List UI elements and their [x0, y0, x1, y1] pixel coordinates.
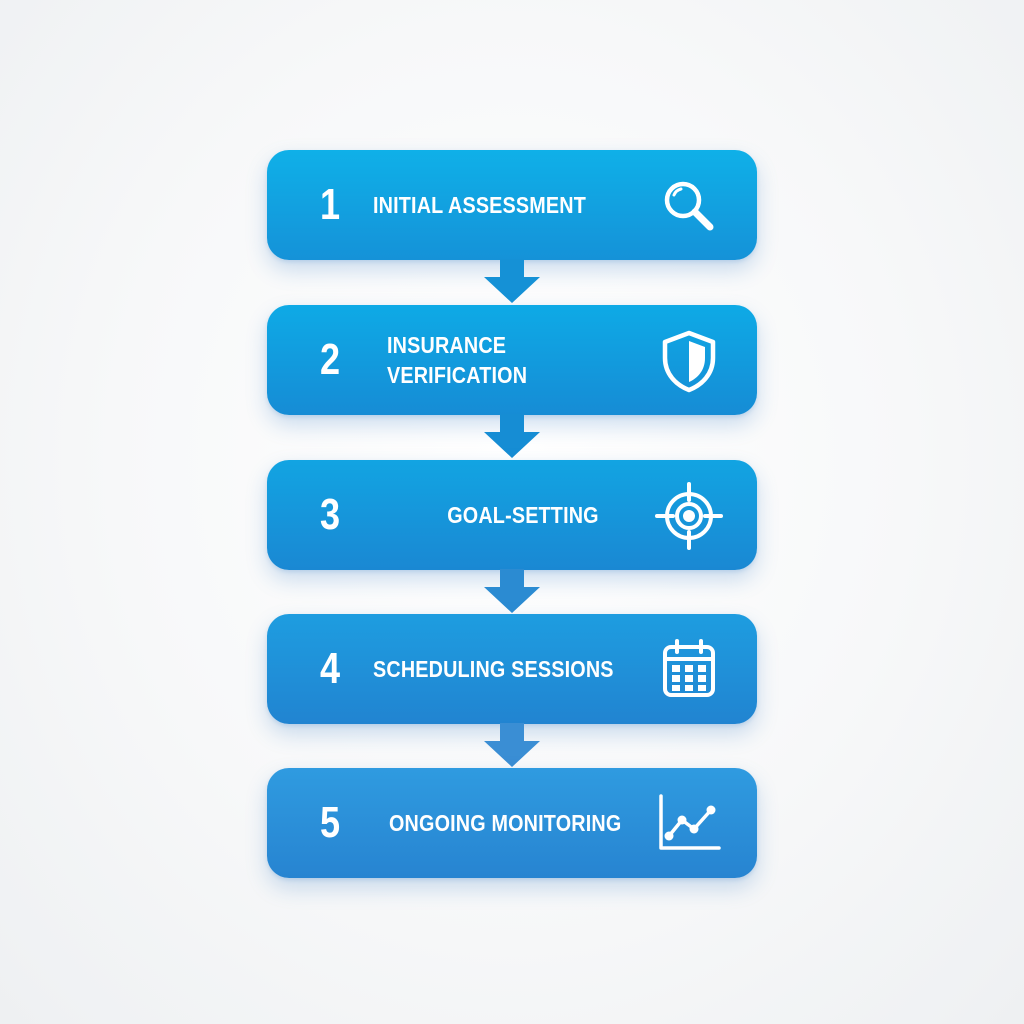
down-arrow-icon: [482, 723, 542, 767]
step-number: 1: [319, 180, 341, 229]
step-number: 3: [319, 490, 341, 539]
step-label-line-1: INSURANCE: [387, 332, 507, 358]
line-chart-icon: [653, 788, 725, 860]
down-arrow-icon: [482, 569, 542, 613]
step-ongoing-monitoring: 5 ONGOING MONITORING: [267, 768, 757, 878]
step-label: GOAL-SETTING: [447, 501, 599, 528]
shield-icon: [653, 325, 725, 397]
step-number: 5: [319, 798, 341, 847]
step-label: INSURANCE VERIFICATION: [387, 305, 527, 415]
step-label: SCHEDULING SESSIONS: [373, 655, 614, 682]
step-number: 2: [319, 335, 341, 384]
step-goal-setting: 3 GOAL-SETTING: [267, 460, 757, 570]
magnifier-icon: [653, 170, 725, 242]
down-arrow-icon: [482, 259, 542, 303]
step-label: INITIAL ASSESSMENT: [373, 191, 587, 218]
step-label: ONGOING MONITORING: [389, 809, 622, 836]
step-label-line-2: VERIFICATION: [387, 362, 528, 388]
step-initial-assessment: 1 INITIAL ASSESSMENT: [267, 150, 757, 260]
step-insurance-verification: 2 INSURANCE VERIFICATION: [267, 305, 757, 415]
down-arrow-icon: [482, 414, 542, 458]
step-number: 4: [319, 644, 341, 693]
target-icon: [653, 480, 725, 552]
calendar-icon: [653, 634, 725, 706]
step-scheduling-sessions: 4 SCHEDULING SESSIONS: [267, 614, 757, 724]
